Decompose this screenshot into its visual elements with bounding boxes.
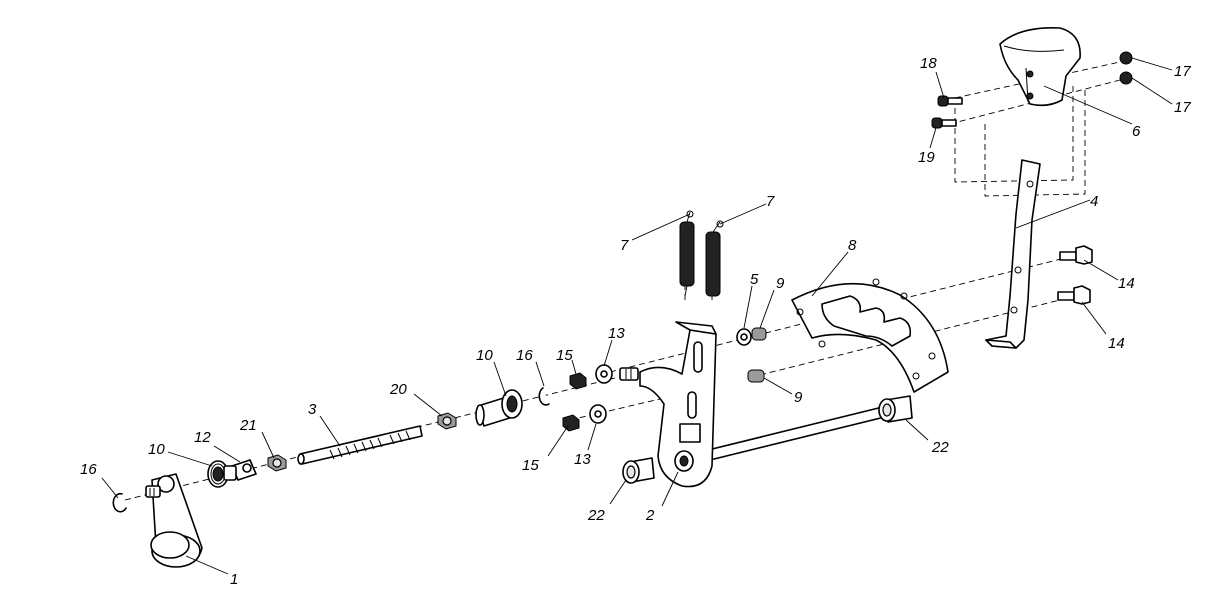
part-16-clip-right [538, 387, 550, 406]
callout-labels: 1 2 3 4 5 6 7 7 8 9 9 10 10 12 13 13 14 … [80, 55, 1191, 588]
callout-22-upper: 22 [931, 439, 949, 456]
callout-22-lower: 22 [587, 507, 605, 524]
part-17-nut-upper [1119, 51, 1133, 65]
part-22-bushing-upper [878, 395, 913, 423]
callout-19: 19 [918, 149, 935, 166]
part-21-nut [267, 454, 287, 472]
part-14-bolt-lower [1057, 285, 1091, 305]
part-10-rod-end-right [475, 389, 523, 427]
part-7-spring-right [705, 220, 724, 297]
callout-14-upper: 14 [1118, 275, 1135, 292]
callout-4: 4 [1090, 193, 1098, 210]
callout-7-left: 7 [620, 237, 629, 254]
part-14-bolt-upper [1059, 245, 1093, 265]
part-19-screw [931, 117, 957, 129]
callout-14-lower: 14 [1108, 335, 1125, 352]
callout-3: 3 [308, 401, 317, 418]
callout-17-upper: 17 [1174, 63, 1191, 80]
part-13-washer-upper [595, 364, 613, 384]
part-16-clip-left [112, 492, 127, 513]
callout-1: 1 [230, 571, 238, 588]
callout-9-lower: 9 [794, 389, 803, 406]
callout-17-lower: 17 [1174, 99, 1191, 116]
callout-5: 5 [750, 271, 759, 288]
callout-10-left: 10 [148, 441, 165, 458]
callout-2: 2 [645, 507, 655, 524]
callout-7-right: 7 [766, 193, 775, 210]
part-13-washer-lower [589, 404, 607, 424]
part-7-spring-left [679, 210, 695, 297]
callout-18: 18 [920, 55, 937, 72]
part-20-nut [437, 412, 457, 430]
callout-9-upper: 9 [776, 275, 785, 292]
part-1-lever-arm [145, 473, 203, 568]
callout-13-upper: 13 [608, 325, 625, 342]
callout-21: 21 [239, 417, 257, 434]
callout-20: 20 [389, 381, 407, 398]
part-22-bushing-lower [622, 457, 655, 484]
callout-12: 12 [194, 429, 211, 446]
part-3-threaded-rod [297, 425, 423, 465]
part-8-gate-plate [791, 278, 949, 393]
callout-6: 6 [1132, 123, 1141, 140]
assembly-axes [124, 61, 1121, 501]
callout-16-right: 16 [516, 347, 533, 364]
part-18-screw [937, 95, 963, 107]
part-17-nut-lower [1119, 71, 1133, 85]
callout-16-left: 16 [80, 461, 97, 478]
part-9-spacer-upper [751, 327, 767, 341]
callout-15-upper: 15 [556, 347, 573, 364]
part-6-knob [999, 27, 1081, 107]
part-2-bracket [619, 321, 900, 488]
part-15-nut-lower [562, 414, 580, 432]
callout-15-lower: 15 [522, 457, 539, 474]
part-15-nut-upper [569, 372, 587, 390]
leader-lines [101, 57, 1173, 575]
callout-13-lower: 13 [574, 451, 591, 468]
callout-10-right: 10 [476, 347, 493, 364]
part-5-washer [736, 328, 752, 346]
part-9-spacer-lower [747, 369, 765, 383]
callout-8: 8 [848, 237, 857, 254]
part-12-clevis [223, 459, 257, 481]
part-4-shift-lever [985, 159, 1041, 349]
